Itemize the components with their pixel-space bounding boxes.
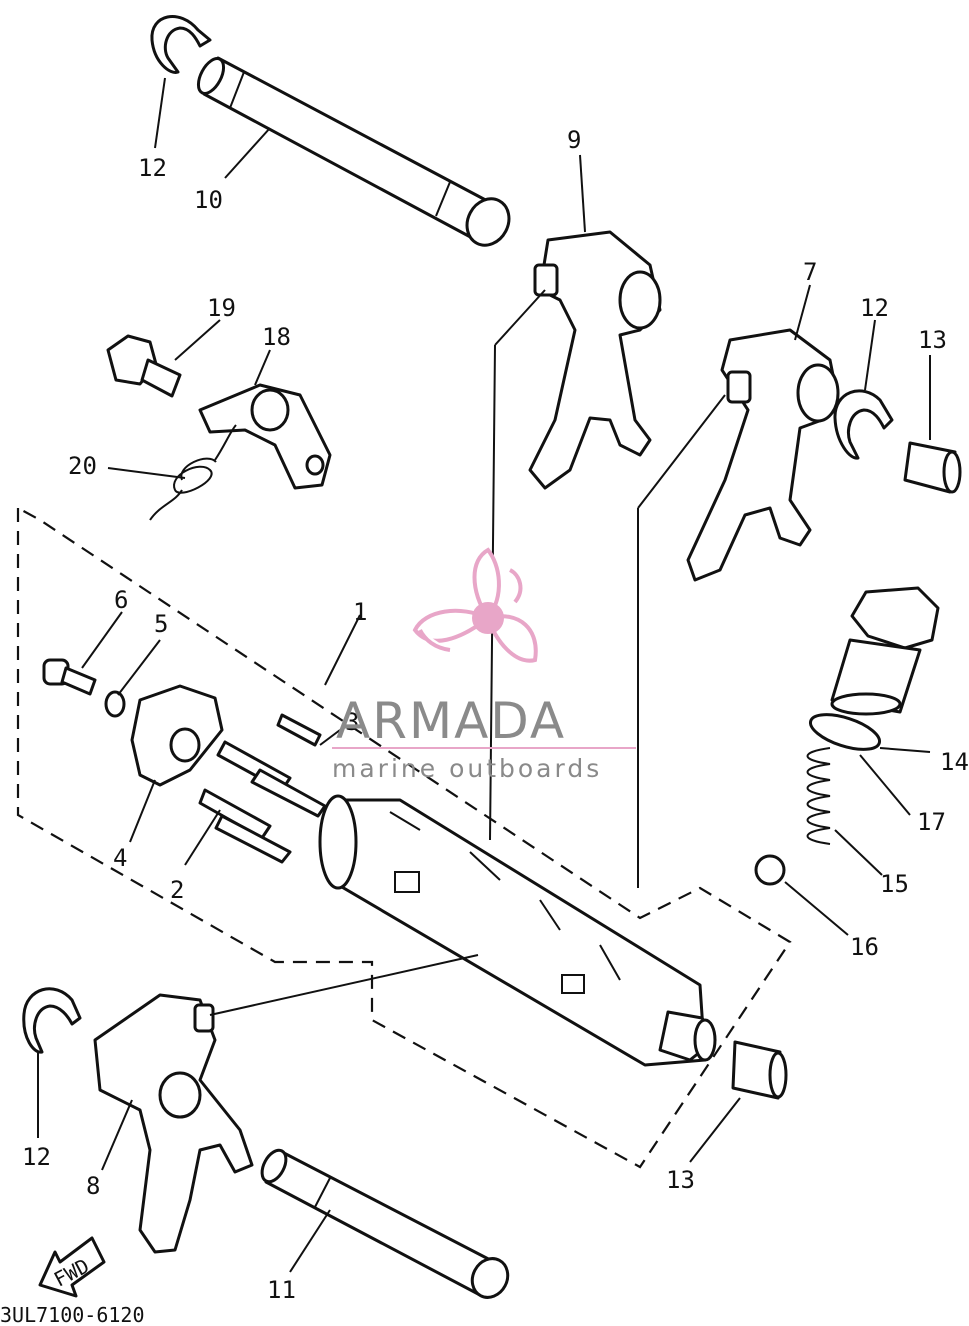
callout-9: 9: [567, 126, 581, 154]
part-11-shaft: [260, 1148, 510, 1299]
part-12-circlip-top: [150, 15, 212, 74]
part-shift-drum: [318, 794, 717, 1067]
callout-2: 2: [170, 876, 184, 904]
callout-13-right: 13: [918, 326, 947, 354]
callout-3: 3: [345, 708, 359, 736]
part-20-spring: [149, 424, 237, 521]
callout-12-top: 12: [138, 154, 167, 182]
callout-17: 17: [917, 808, 946, 836]
callout-4: 4: [113, 844, 127, 872]
callout-13-lower: 13: [666, 1166, 695, 1194]
part-18-stopper-lever: [198, 383, 332, 490]
callout-20: 20: [68, 452, 97, 480]
part-17-washer: [808, 713, 882, 751]
assembly-boundary: [16, 506, 792, 1169]
fwd-arrow: FWD: [38, 1236, 106, 1298]
callout-19: 19: [207, 294, 236, 322]
part-12-circlip-lower: [22, 987, 82, 1054]
callout-10: 10: [194, 186, 223, 214]
part-13-cap-lower: [731, 1040, 788, 1100]
part-8-shift-fork: [93, 993, 254, 1254]
part-19-bolt: [106, 334, 182, 398]
callout-11: 11: [267, 1276, 296, 1304]
part-16-ball: [754, 854, 786, 886]
propeller-logo-icon: [412, 547, 538, 663]
part-14-plug: [830, 586, 940, 716]
part-6-bolt: [42, 658, 97, 696]
diagram-code: 3UL7100-6120: [0, 1303, 145, 1326]
callout-7: 7: [803, 258, 817, 286]
part-13-cap-right: [903, 441, 962, 494]
callout-6: 6: [114, 586, 128, 614]
callout-14: 14: [940, 748, 969, 776]
callout-15: 15: [880, 870, 909, 898]
part-3-pins: [216, 713, 327, 818]
callout-numbers: 1 2 3 4 5 6 7 8 9 10 11 12 12 12 13 13 1…: [22, 126, 969, 1304]
part-5-washer: [104, 690, 126, 718]
brand-watermark: ARMADA marine outboards: [332, 547, 636, 783]
callout-12-right: 12: [860, 294, 889, 322]
part-4-segment-plate: [130, 684, 224, 787]
callout-18: 18: [262, 323, 291, 351]
callout-5: 5: [154, 610, 168, 638]
callout-1: 1: [353, 598, 367, 626]
part-7-shift-fork: [686, 328, 840, 582]
callout-16: 16: [850, 933, 879, 961]
leader-lines: [37, 77, 931, 1273]
part-9-shift-fork: [528, 230, 662, 490]
part-10-shift-shaft: [196, 56, 511, 247]
callout-8: 8: [86, 1172, 100, 1200]
part-15-spring: [806, 747, 831, 845]
watermark-tagline: marine outboards: [332, 754, 602, 783]
part-2-pins: [198, 788, 292, 864]
part-12-circlip-right: [833, 389, 894, 460]
callout-12-lower: 12: [22, 1143, 51, 1171]
watermark-brand: ARMADA: [336, 692, 566, 750]
